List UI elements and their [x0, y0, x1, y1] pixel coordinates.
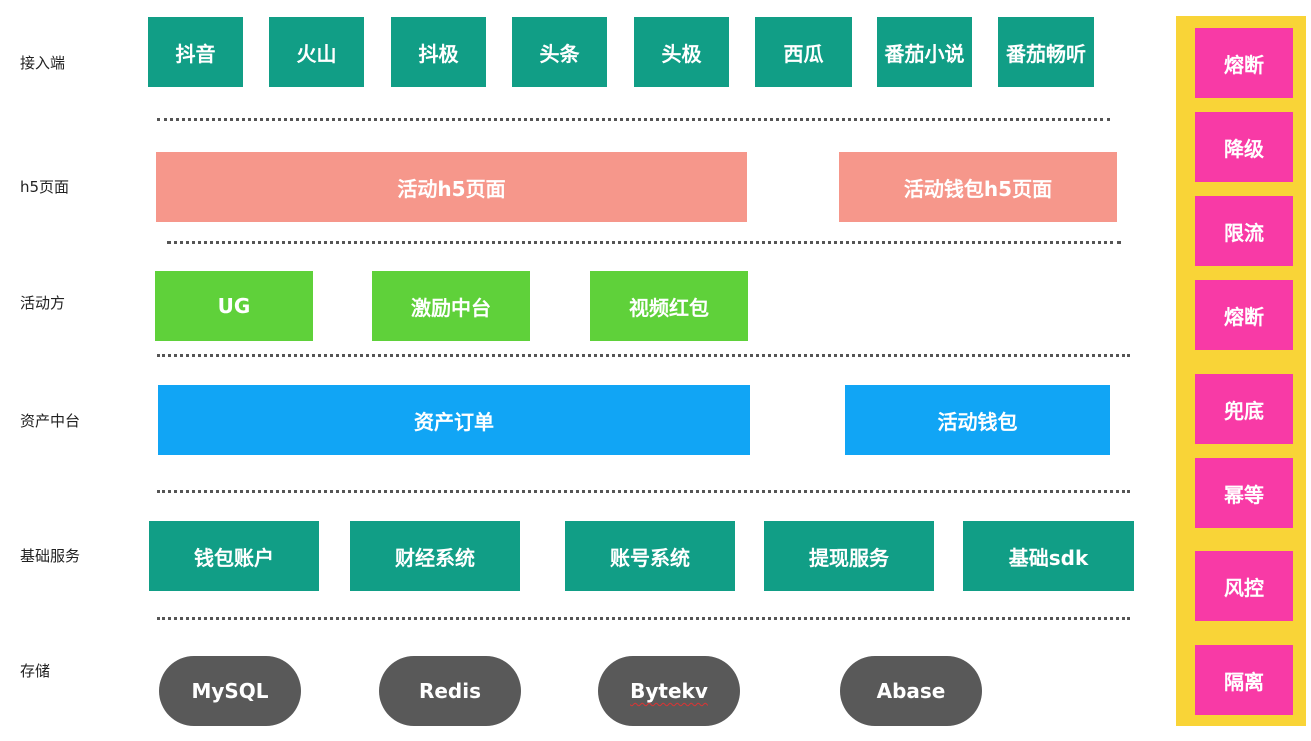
- divider: [157, 617, 1130, 620]
- storage-mysql: MySQL: [159, 656, 301, 726]
- activity-video-redpacket: 视频红包: [590, 271, 748, 341]
- access-app-touji: 头极: [634, 17, 729, 87]
- governance-fallback: 兜底: [1195, 374, 1293, 444]
- base-wallet-account: 钱包账户: [149, 521, 319, 591]
- asset-order: 资产订单: [158, 385, 750, 455]
- access-app-douji: 抖极: [391, 17, 486, 87]
- governance-degrade: 降级: [1195, 112, 1293, 182]
- governance-risk-control: 风控: [1195, 551, 1293, 621]
- divider: [167, 241, 1121, 244]
- divider: [157, 490, 1130, 493]
- activity-ug: UG: [155, 271, 313, 341]
- governance-isolation: 隔离: [1195, 645, 1293, 715]
- divider: [157, 118, 1110, 121]
- base-finance-system: 财经系统: [350, 521, 520, 591]
- h5-activity-wallet-page: 活动钱包h5页面: [839, 152, 1117, 222]
- layer-label-activity: 活动方: [20, 294, 66, 312]
- access-app-huoshan: 火山: [269, 17, 364, 87]
- layer-label-base: 基础服务: [20, 547, 81, 565]
- layer-label-access: 接入端: [20, 54, 66, 72]
- storage-bytekv-label: Bytekv: [630, 679, 708, 703]
- h5-activity-page: 活动h5页面: [156, 152, 747, 222]
- activity-incentive: 激励中台: [372, 271, 530, 341]
- divider: [157, 354, 1130, 357]
- layer-label-h5: h5页面: [20, 178, 70, 196]
- governance-idempotent: 幂等: [1195, 458, 1293, 528]
- layer-label-asset: 资产中台: [20, 412, 81, 430]
- access-app-douyin: 抖音: [148, 17, 243, 87]
- access-app-xigua: 西瓜: [755, 17, 852, 87]
- base-sdk: 基础sdk: [963, 521, 1134, 591]
- governance-circuit-breaker: 熔断: [1195, 28, 1293, 98]
- access-app-toutiao: 头条: [512, 17, 607, 87]
- storage-abase: Abase: [840, 656, 982, 726]
- asset-activity-wallet: 活动钱包: [845, 385, 1110, 455]
- base-account-system: 账号系统: [565, 521, 735, 591]
- access-app-fanqie-listen: 番茄畅听: [998, 17, 1094, 87]
- layer-label-storage: 存储: [20, 662, 51, 680]
- storage-bytekv: Bytekv: [598, 656, 740, 726]
- governance-rate-limit: 限流: [1195, 196, 1293, 266]
- base-withdraw-service: 提现服务: [764, 521, 934, 591]
- storage-redis: Redis: [379, 656, 521, 726]
- access-app-fanqie-novel: 番茄小说: [877, 17, 972, 87]
- governance-circuit-breaker-2: 熔断: [1195, 280, 1293, 350]
